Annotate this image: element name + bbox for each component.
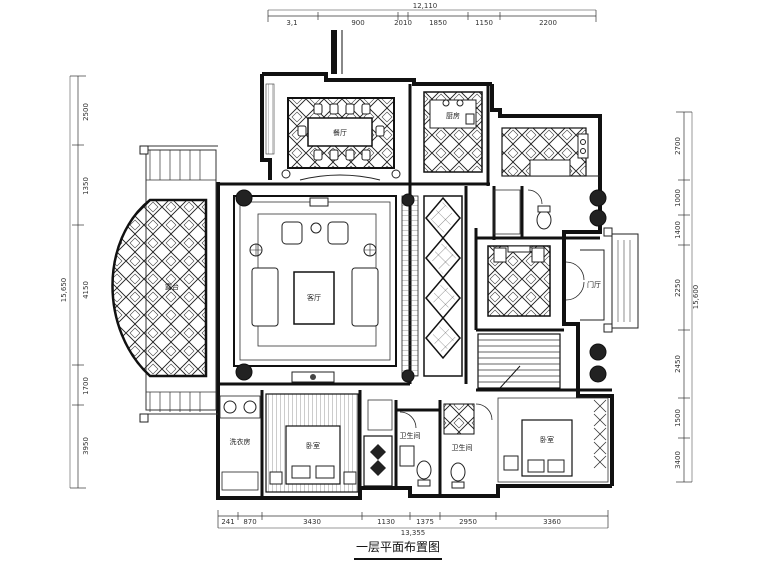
left-dim-4: 3950 [82,437,90,455]
terrace: 露台 [111,145,218,423]
right-dimension-line [676,111,693,483]
top-dimension-line [267,9,597,22]
right-dim-0: 2700 [674,137,682,155]
left-dim-2: 4150 [82,281,90,299]
bottom-dimension-line [217,510,609,529]
right-dim-2: 1400 [674,221,682,239]
top-dim-0: 3,1 [286,19,297,27]
left-dim-0: 2500 [82,103,90,121]
top-dimension-labels: 12,110 3,1 900 2010 1850 1150 2200 [286,2,556,27]
bedroom1-label: 卧室 [306,441,320,450]
top-dim-5: 2200 [539,19,557,27]
bottom-dim-3: 1130 [377,518,395,526]
left-dimension-labels: 15,650 2500 1350 4150 1700 3950 [60,103,90,455]
entry-wc [493,189,552,235]
right-dim-5: 1500 [674,409,682,427]
bath2-label: 卫生间 [452,443,473,452]
bedroom-2: 卧室 [497,397,609,483]
staircase [477,333,561,389]
kitchen-annex [501,127,600,177]
bottom-dim-total: 13,355 [401,529,426,537]
top-dim-4: 1150 [475,19,493,27]
right-dim-6: 3400 [674,451,682,469]
bottom-dim-4: 1375 [416,518,434,526]
kitchen: 厨房 [423,91,483,173]
dining-room: 餐厅 [265,83,401,181]
bath1-label: 卫生间 [400,431,421,440]
top-dim-2: 2010 [394,19,412,27]
top-dim-total: 12,110 [413,2,438,10]
right-dim-3: 2250 [674,279,682,297]
living-room: 客厅 [233,195,397,383]
laundry-label: 洗衣房 [230,437,251,446]
bottom-dim-5: 2950 [459,518,477,526]
bottom-dimension-labels: 241 870 3430 1130 1375 2950 3360 13,355 [221,518,561,537]
right-dimension-labels: 2700 1000 1400 2250 2450 1500 3400 15,60… [674,137,700,469]
terrace-steps-top [149,150,201,180]
bath-2: 卫生间 [443,403,493,489]
bedroom-1: 卧室 [265,393,359,493]
drawing-title: 一层平面布置图 [355,540,440,554]
plant-pots [235,189,607,383]
bottom-dim-1: 870 [243,518,256,526]
corridor-panel [401,195,463,377]
entry-hall: 门厅 [487,245,605,321]
bottom-dim-6: 3360 [543,518,561,526]
right-dim-1: 1000 [674,189,682,207]
top-dim-3: 1850 [429,19,447,27]
bottom-dim-0: 241 [221,518,234,526]
terrace-steps-bottom [149,392,201,412]
bedroom2-label: 卧室 [540,435,554,444]
right-dim-4: 2450 [674,355,682,373]
bottom-dim-2: 3430 [303,518,321,526]
top-dim-1: 900 [351,19,364,27]
living-label: 客厅 [307,293,321,302]
laundry-room: 洗衣房 [219,395,261,491]
drawing-title-underline [354,558,442,560]
dining-label: 餐厅 [333,128,347,137]
right-dim-total: 15,600 [692,285,700,310]
left-dim-1: 1350 [82,177,90,195]
bath-1: 卫生间 [363,399,432,487]
left-dim-total: 15,650 [60,278,68,303]
terrace-label: 露台 [165,282,179,291]
entry-porch [603,227,639,333]
left-dimension-line [69,75,86,489]
entry-label: 门厅 [587,280,601,289]
kitchen-label: 厨房 [446,111,460,120]
left-dim-3: 1700 [82,377,90,395]
